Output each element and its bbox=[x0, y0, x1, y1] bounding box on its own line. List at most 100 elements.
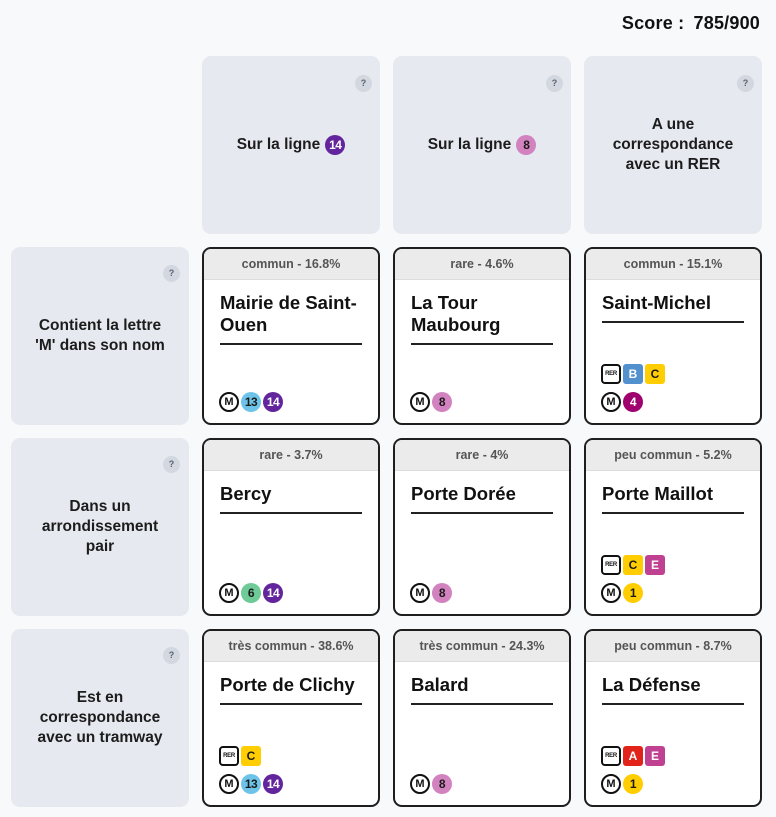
metro-icon: M bbox=[410, 774, 430, 794]
column-hint-label: Sur la ligne bbox=[236, 136, 321, 153]
metro-icon: M bbox=[219, 583, 239, 603]
metro-line-badge: 8 bbox=[432, 774, 452, 794]
help-icon[interactable]: ? bbox=[163, 647, 180, 664]
rarity-label: commun - 16.8% bbox=[204, 249, 378, 280]
rer-icon: RER bbox=[601, 364, 621, 384]
help-icon[interactable]: ? bbox=[546, 75, 563, 92]
rarity-label: peu commun - 5.2% bbox=[586, 440, 760, 471]
station-name: Porte Dorée bbox=[411, 483, 553, 514]
metro-icon: M bbox=[601, 583, 621, 603]
rer-icon: RER bbox=[601, 555, 621, 575]
help-icon[interactable]: ? bbox=[163, 265, 180, 282]
help-icon[interactable]: ? bbox=[737, 75, 754, 92]
metro-icon: M bbox=[410, 392, 430, 412]
metro-line-badge: 1 bbox=[623, 774, 643, 794]
rarity-label: très commun - 24.3% bbox=[395, 631, 569, 662]
rer-icon: RER bbox=[219, 746, 239, 766]
help-icon[interactable]: ? bbox=[163, 456, 180, 473]
metro-line-badge: 8 bbox=[432, 392, 452, 412]
rer-line-badge: E bbox=[645, 746, 665, 766]
station-name: Bercy bbox=[220, 483, 362, 514]
metro-icon: M bbox=[219, 392, 239, 412]
metro-line-badge: 14 bbox=[263, 774, 283, 794]
rer-line-badge: B bbox=[623, 364, 643, 384]
metro-icon: M bbox=[219, 774, 239, 794]
column-hint-label: A une correspondance avec un RER bbox=[612, 116, 734, 173]
row-hint-label: Est en correspondance avec un tramway bbox=[37, 689, 163, 746]
score-display: Score : 785/900 bbox=[622, 13, 760, 34]
rarity-label: rare - 4.6% bbox=[395, 249, 569, 280]
rarity-label: commun - 15.1% bbox=[586, 249, 760, 280]
station-name: Saint-Michel bbox=[602, 292, 744, 323]
metro-icon: M bbox=[410, 583, 430, 603]
station-name: La Défense bbox=[602, 674, 744, 705]
station-name: Mairie de Saint-Ouen bbox=[220, 292, 362, 345]
metro-icon: M bbox=[601, 392, 621, 412]
rer-line-badge: A bbox=[623, 746, 643, 766]
metro-line-badge: 4 bbox=[623, 392, 643, 412]
rer-line-badge: C bbox=[241, 746, 261, 766]
station-name: Porte Maillot bbox=[602, 483, 744, 514]
rarity-label: rare - 3.7% bbox=[204, 440, 378, 471]
rarity-label: rare - 4% bbox=[395, 440, 569, 471]
rer-line-badge: C bbox=[645, 364, 665, 384]
column-hint-label: Sur la ligne bbox=[427, 136, 512, 153]
help-icon[interactable]: ? bbox=[355, 75, 372, 92]
station-name: La Tour Maubourg bbox=[411, 292, 553, 345]
metro-line-badge: 6 bbox=[241, 583, 261, 603]
column-hint-3: ? A une correspondance avec un RER bbox=[584, 56, 762, 234]
column-hint-text: A une correspondance avec un RER bbox=[600, 115, 746, 175]
metro-line-badge: 1 bbox=[623, 583, 643, 603]
metro-icon: M bbox=[601, 774, 621, 794]
metro-line-badge: 14 bbox=[325, 135, 346, 155]
rer-line-badge: E bbox=[645, 555, 665, 575]
metro-line-badge: 14 bbox=[263, 583, 283, 603]
station-name: Porte de Clichy bbox=[220, 674, 362, 705]
metro-line-badge: 13 bbox=[241, 392, 261, 412]
metro-line-badge: 14 bbox=[263, 392, 283, 412]
metro-line-badge: 8 bbox=[516, 135, 537, 155]
station-name: Balard bbox=[411, 674, 553, 705]
rarity-label: peu commun - 8.7% bbox=[586, 631, 760, 662]
row-hint-label: Dans un arrondissement pair bbox=[41, 498, 159, 555]
row-hint-label: Contient la lettre 'M' dans son nom bbox=[35, 317, 165, 354]
rarity-label: très commun - 38.6% bbox=[204, 631, 378, 662]
row-hint-1: ? Contient la lettre 'M' dans son nom bbox=[11, 247, 189, 425]
rer-icon: RER bbox=[601, 746, 621, 766]
